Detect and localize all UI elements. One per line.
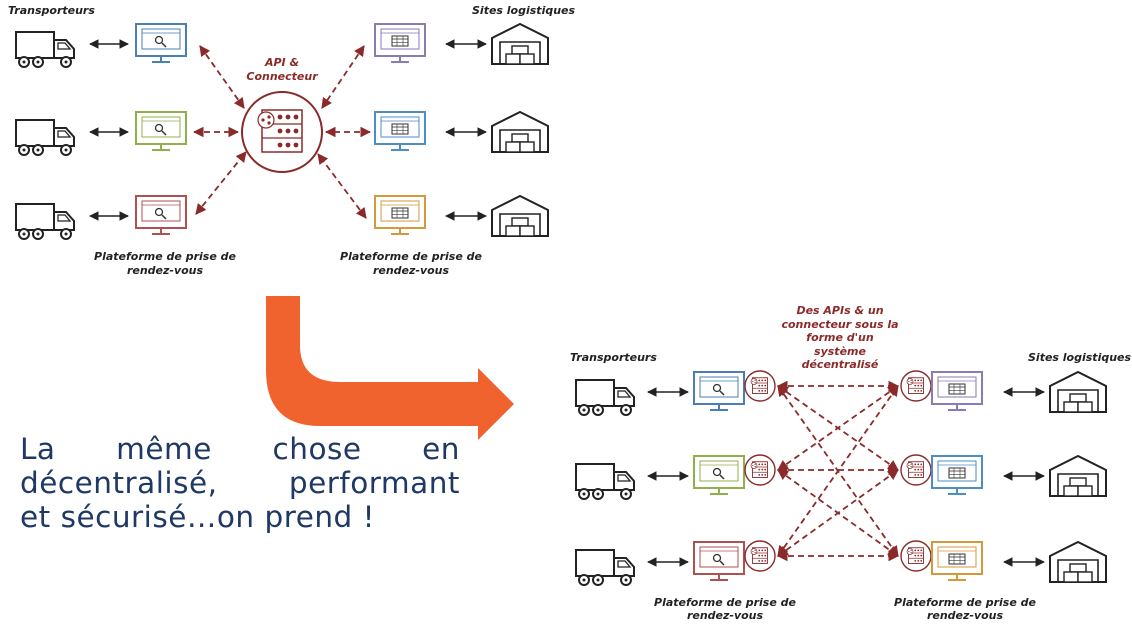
bottom-transporteurs-title: Transporteurs [570, 351, 657, 364]
top-platform-right-label: Plateforme de prise de rendez-vous [326, 250, 496, 278]
server-hub-icon [900, 540, 932, 572]
monitor-search-icon [693, 455, 745, 495]
server-hub-icon [900, 370, 932, 402]
warehouse-icon [491, 110, 549, 153]
monitor-calendar-icon [931, 541, 983, 581]
truck-icon [575, 549, 635, 586]
truck-icon [15, 119, 75, 156]
slogan-line2: décentralisé, performant [20, 466, 460, 500]
server-hub-icon [900, 454, 932, 486]
top-platform-right-line2: rendez-vous [372, 264, 450, 277]
bottom-platform-right-line2: rendez-vous [926, 609, 1004, 622]
api-connector-line [195, 151, 247, 215]
note-line3: forme d'un [806, 331, 874, 344]
slogan-text: La même chose en décentralisé, performan… [20, 432, 460, 534]
truck-icon [15, 31, 75, 68]
top-platform-left-line1: Plateforme de prise de [94, 250, 236, 263]
monitor-search-icon [693, 371, 745, 411]
top-platform-left-line2: rendez-vous [126, 264, 204, 277]
transition-arrow [266, 296, 514, 440]
monitor-search-icon [135, 195, 187, 235]
top-platform-left-label: Plateforme de prise de rendez-vous [80, 250, 250, 278]
note-line4: système [814, 344, 866, 358]
note-line5: décentralisé [801, 358, 879, 371]
api-connector-line [317, 153, 367, 219]
hub-label-line1: API & [264, 56, 300, 69]
slogan-line3: et sécurisé…on prend ! [20, 500, 375, 534]
bottom-platform-left-line2: rendez-vous [686, 609, 764, 622]
warehouse-icon [491, 194, 549, 237]
monitor-calendar-icon [374, 111, 426, 151]
warehouse-icon [1049, 540, 1107, 583]
bottom-platform-left-line1: Plateforme de prise de [654, 596, 796, 609]
warehouse-icon [1049, 370, 1107, 413]
warehouse-icon [1049, 454, 1107, 497]
server-hub-icon [744, 540, 776, 572]
bottom-platform-right-label: Plateforme de prise de rendez-vous [880, 596, 1050, 622]
monitor-search-icon [693, 541, 745, 581]
monitor-calendar-icon [931, 371, 983, 411]
server-hub-icon [241, 91, 323, 173]
note-line2: connecteur sous la [781, 317, 899, 331]
bottom-platform-right-line1: Plateforme de prise de [894, 596, 1036, 609]
top-sites-title: Sites logistiques [472, 4, 576, 17]
slogan-line1: La même chose en [20, 432, 460, 466]
bottom-platform-left-label: Plateforme de prise de rendez-vous [640, 596, 810, 622]
hub-label: API & Connecteur [240, 56, 324, 84]
server-hub-icon [744, 370, 776, 402]
mesh-connector-line [777, 469, 899, 557]
note-line1: Des APIs & un [796, 304, 884, 317]
top-platform-right-line1: Plateforme de prise de [340, 250, 482, 263]
bottom-sites-title: Sites logistiques [1028, 351, 1132, 364]
monitor-search-icon [135, 111, 187, 151]
warehouse-icon [491, 22, 549, 65]
decentralized-note: Des APIs & un connecteur sous la forme d… [760, 304, 920, 372]
monitor-calendar-icon [374, 23, 426, 63]
monitor-calendar-icon [374, 195, 426, 235]
truck-icon [575, 463, 635, 500]
monitor-calendar-icon [931, 455, 983, 495]
api-connector-line [199, 45, 245, 109]
server-hub-icon [744, 454, 776, 486]
monitor-search-icon [135, 23, 187, 63]
api-connector-line [321, 45, 365, 109]
hub-label-line2: Connecteur [246, 70, 318, 83]
top-transporteurs-title: Transporteurs [8, 4, 95, 17]
truck-icon [575, 379, 635, 416]
truck-icon [15, 203, 75, 240]
